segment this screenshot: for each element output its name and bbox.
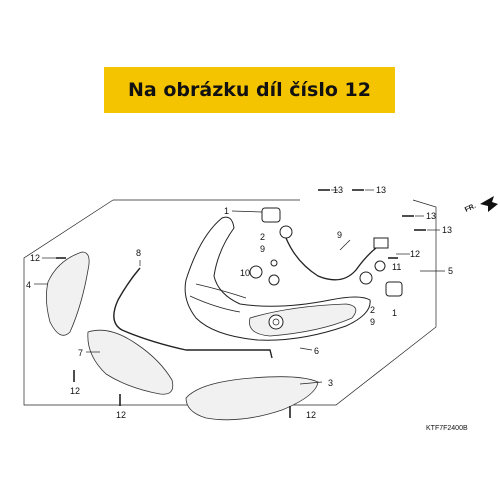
callout-13-a: 13 [333,185,343,195]
callout-5: 5 [448,266,453,276]
diagram-code: KTF7F2400B [426,425,468,432]
callout-6: 6 [314,346,319,356]
callout-13-b: 13 [376,185,386,195]
callout-13-c: 13 [426,211,436,221]
callout-13-d: 13 [442,225,452,235]
screws [56,189,426,418]
part-9-harness [285,237,377,281]
callout-12-e: 12 [306,410,316,420]
callout-12-d: 12 [116,410,126,420]
callout-7: 7 [78,348,83,358]
leader-lines [34,189,445,385]
callout-12-a: 12 [30,253,40,263]
callout-12-c: 12 [70,386,80,396]
callout-10: 10 [240,268,250,278]
front-direction-arrow: FR. [464,196,498,214]
part-3-lens [185,376,319,421]
callout-9-left: 9 [260,244,265,254]
callout-1-left: 1 [224,206,229,216]
callout-3: 3 [328,378,333,388]
callout-8: 8 [136,248,141,258]
harness-connector [373,237,389,249]
main-housing [184,216,371,341]
callout-2-left: 2 [260,232,265,242]
callout-9-lower: 9 [370,317,375,327]
callout-9-right: 9 [337,230,342,240]
callout-labels: 1 2 9 10 11 13 13 13 13 12 12 12 12 12 4… [26,185,453,420]
bulb-socket-right [359,260,403,297]
callout-4: 4 [26,280,31,290]
callout-1-right: 1 [392,308,397,318]
part-4-side-cover [46,251,90,336]
diagram-frame [23,199,437,406]
fr-label: FR. [464,203,477,214]
banner-text: Na obrázku díl číslo 12 [128,79,371,101]
bulb-socket-left [249,207,293,286]
callout-12-b: 12 [410,249,420,259]
part-banner: Na obrázku díl číslo 12 [104,67,395,113]
callout-11: 11 [392,262,401,272]
part-8-wire [113,267,273,359]
part-7-lower-cover [87,329,174,395]
callout-2-right: 2 [370,305,375,315]
